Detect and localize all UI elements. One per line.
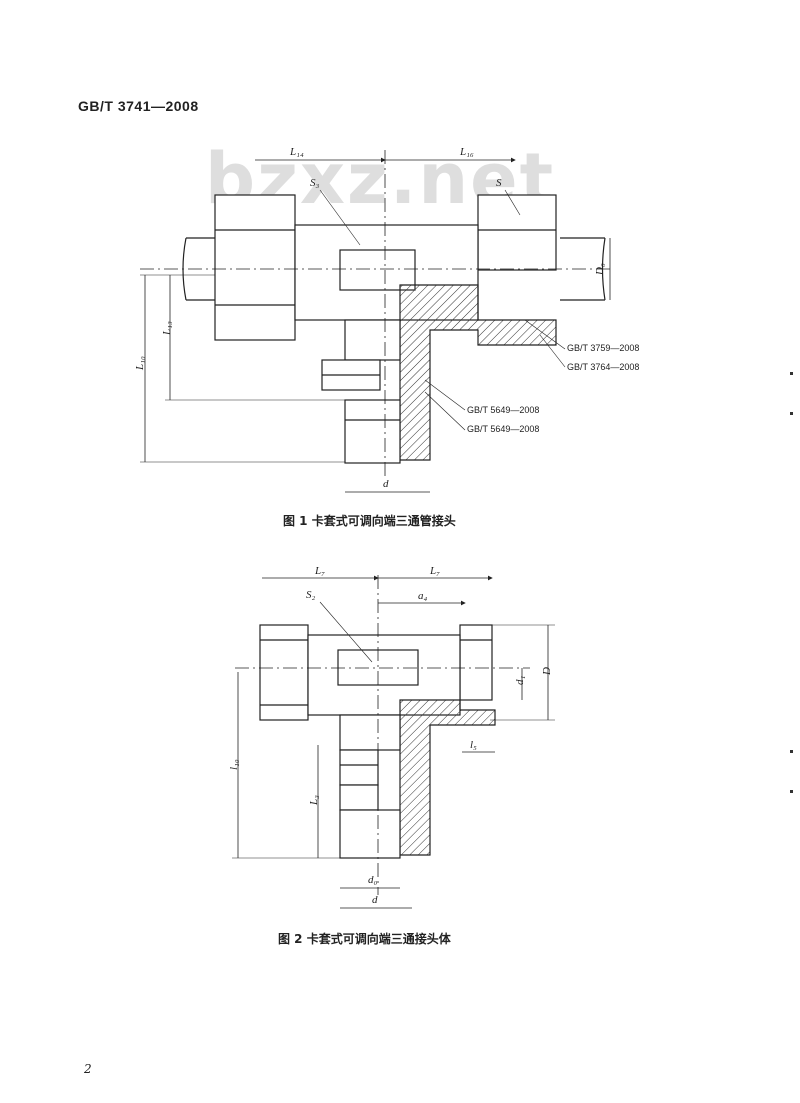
edge-mark <box>790 372 793 375</box>
figure-1-body <box>140 150 611 493</box>
fig2-dim-L7-left: L₇ <box>314 565 325 577</box>
figure-2-body <box>232 575 555 909</box>
fig1-ref-3: GB/T 5649—2008 <box>467 405 539 415</box>
fig1-label-S3: S₃ <box>310 177 320 189</box>
figure-1-caption: 图 1 卡套式可调向端三通管接头 <box>283 514 456 528</box>
fig2-dim-d1: d₁ <box>514 676 526 686</box>
fig2-dim-L7-right: L₇ <box>429 565 440 577</box>
fig2-dim-d: d <box>372 894 378 906</box>
figure-2-caption: 图 2 卡套式可调向端三通接头体 <box>278 932 451 946</box>
fig2-dim-l5: l₅ <box>470 739 477 751</box>
page-number: 2 <box>84 1062 92 1076</box>
fig1-dim-d: d <box>383 478 389 490</box>
fig2-dim-L3: L₃ <box>308 795 320 806</box>
fig1-ref-4: GB/T 5649—2008 <box>467 424 539 434</box>
fig2-dim-a: a₄ <box>418 590 428 602</box>
edge-mark <box>790 750 793 753</box>
fig1-ref-2: GB/T 3764—2008 <box>567 362 639 372</box>
fig1-dim-D0: D₀ <box>594 263 606 276</box>
fig1-dim-L16: L₁₆ <box>459 146 474 158</box>
fig2-dim-D: D <box>541 667 553 676</box>
fig1-ref-1: GB/T 3759—2008 <box>567 343 639 353</box>
fig1-dim-L10: L₁₀ <box>134 356 146 371</box>
fig2-dim-d0: d₀ <box>368 874 378 886</box>
fig1-dim-L13: L₁₃ <box>161 321 173 336</box>
edge-mark <box>790 790 793 793</box>
edge-mark <box>790 412 793 415</box>
standard-header: GB/T 3741—2008 <box>78 98 199 114</box>
fig1-dim-L14: L₁₄ <box>289 146 304 158</box>
fig1-label-S: S <box>496 177 502 189</box>
fig2-dim-l10: l₁₀ <box>228 759 240 770</box>
fig2-label-S2: S₂ <box>306 589 316 601</box>
